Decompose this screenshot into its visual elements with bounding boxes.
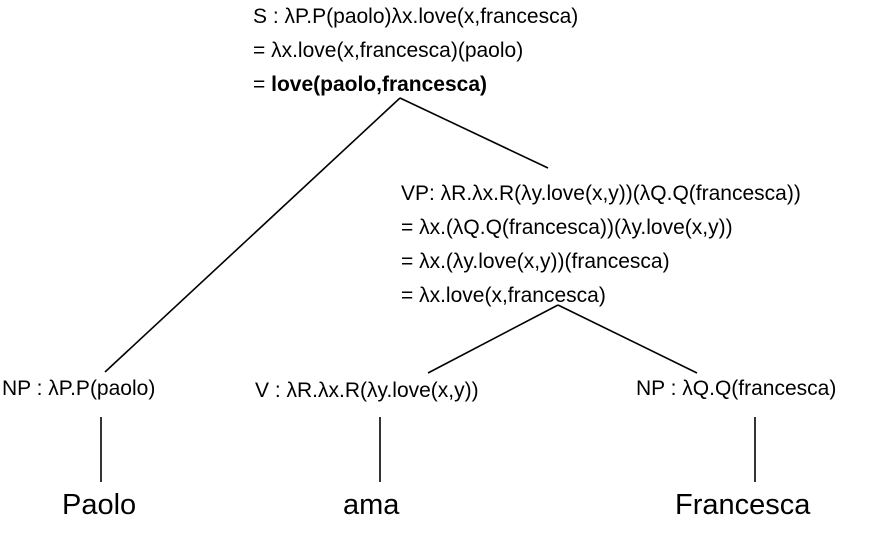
vp-node-line-2: = λx.(λQ.Q(francesca))(λy.love(x,y)) [401, 216, 733, 239]
s-node-line-3: = love(paolo,francesca) [253, 68, 578, 102]
np-object-label: NP : λQ.Q(francesca) [636, 377, 837, 400]
edge-vp-to-np-object [557, 304, 698, 374]
s-node-line-3-prefix: = [253, 73, 272, 96]
s-node-line-1: S : λP.P(paolo)λx.love(x,francesca) [253, 5, 579, 28]
vp-node-line-4: = λx.love(x,francesca) [401, 284, 606, 307]
edge-s-to-vp [399, 97, 549, 169]
s-node-result: love(paolo,francesca) [271, 73, 488, 96]
vp-node-label: VP: λR.λx.R(λy.love(x,y))(λQ.Q(francesca… [401, 177, 801, 313]
edge-vp-to-v [427, 304, 559, 374]
s-node-line-2: = λx.love(x,francesca)(paolo) [253, 39, 524, 62]
np-subject-label: NP : λP.P(paolo) [2, 377, 156, 400]
s-node-label: S : λP.P(paolo)λx.love(x,francesca) = λx… [253, 0, 578, 102]
vp-node-line-3: = λx.(λy.love(x,y))(francesca) [401, 250, 670, 273]
v-node-label: V : λR.λx.R(λy.love(x,y)) [255, 379, 479, 402]
word-paolo: Paolo [62, 489, 137, 521]
word-francesca: Francesca [675, 489, 811, 521]
word-ama: ama [343, 489, 400, 521]
vp-node-line-1: VP: λR.λx.R(λy.love(x,y))(λQ.Q(francesca… [401, 182, 801, 205]
edge-s-to-np-subject [104, 97, 401, 373]
